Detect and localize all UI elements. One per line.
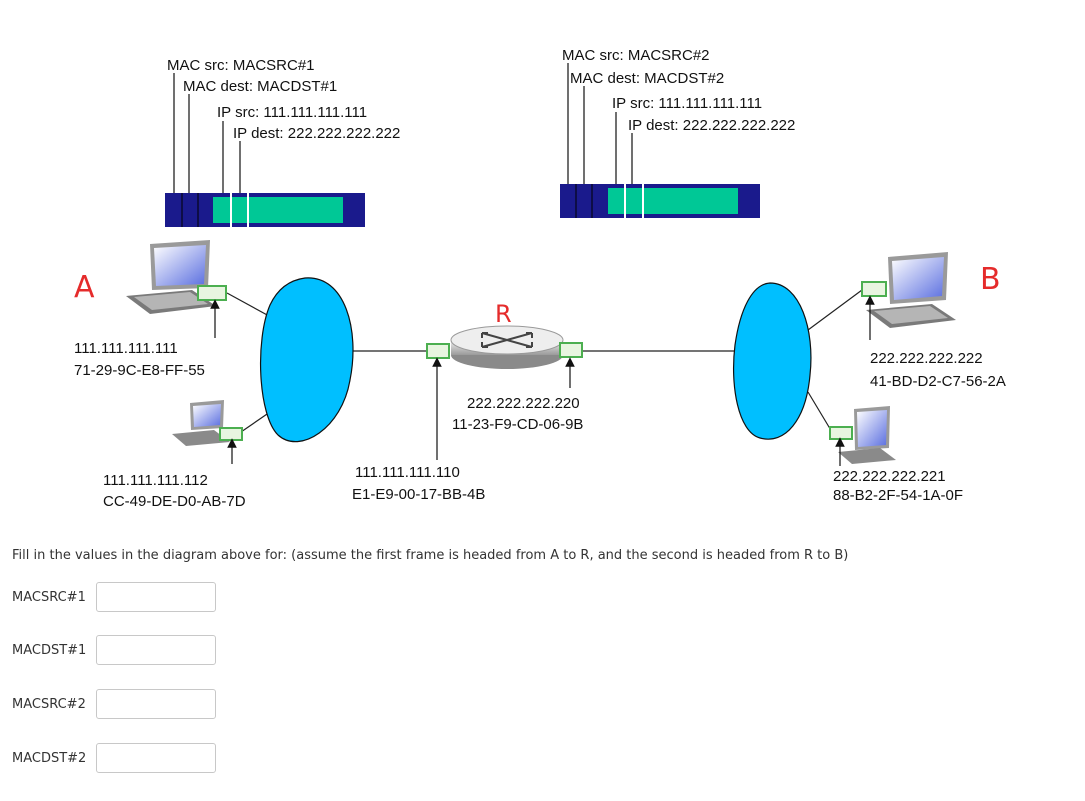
- frame1-packet: [165, 193, 365, 227]
- router-icon: [450, 325, 564, 369]
- host-a2-ip: 111.111.111.112: [103, 472, 208, 489]
- host-a-computer-icon: [126, 240, 216, 314]
- host-a2-computer-icon: [172, 400, 230, 446]
- host-a-ip: 111.111.111.111: [74, 340, 178, 357]
- frame1-mac-dest-label: MAC dest: MACDST#1: [183, 78, 337, 95]
- frame2-mac-dest-label: MAC dest: MACDST#2: [570, 70, 724, 87]
- host-b2-ip: 222.222.222.221: [833, 468, 946, 485]
- right-network-cloud: [732, 282, 812, 440]
- network-diagram: MAC src: MACSRC#1 MAC dest: MACDST#1 IP …: [74, 47, 1006, 510]
- question-text: Fill in the values in the diagram above …: [12, 548, 849, 563]
- left-network-cloud: [259, 277, 354, 443]
- frame2-ip-src-label: IP src: 111.111.111.111: [612, 95, 762, 112]
- frame2-packet: [560, 184, 760, 218]
- frame1-ip-src-label: IP src: 111.111.111.111: [217, 104, 367, 121]
- router-right-mac: 11-23-F9-CD-06-9B: [452, 416, 583, 433]
- router-left-ip: 111.111.111.110: [355, 464, 460, 481]
- macdst2-input[interactable]: [96, 743, 216, 773]
- frame1-mac-src-label: MAC src: MACSRC#1: [167, 57, 315, 74]
- answer-row-macsrc1: MACSRC#1: [12, 580, 216, 614]
- router-label: R: [495, 300, 512, 328]
- macdst1-input[interactable]: [96, 635, 216, 665]
- host-b2-interface-icon: [829, 426, 853, 440]
- router-right-interface-icon: [559, 342, 583, 358]
- answer-row-macsrc2: MACSRC#2: [12, 687, 216, 721]
- frame2-mac-src-label: MAC src: MACSRC#2: [562, 47, 710, 64]
- macsrc1-input[interactable]: [96, 582, 216, 612]
- answer-row-macdst1: MACDST#1: [12, 633, 216, 667]
- macdst1-label: MACDST#1: [12, 642, 87, 658]
- host-a-label: A: [74, 270, 95, 305]
- router-right-ip: 222.222.222.220: [467, 395, 580, 412]
- host-b-mac: 41-BD-D2-C7-56-2A: [870, 373, 1006, 390]
- macsrc2-input[interactable]: [96, 689, 216, 719]
- host-a-interface-icon: [197, 285, 227, 301]
- host-a-mac: 71-29-9C-E8-FF-55: [74, 362, 205, 379]
- host-b-label: B: [980, 262, 1001, 297]
- macdst2-label: MACDST#2: [12, 750, 87, 766]
- frame2-ip-dest-label: IP dest: 222.222.222.222: [628, 117, 795, 134]
- host-b2-mac: 88-B2-2F-54-1A-0F: [833, 487, 963, 504]
- router-left-mac: E1-E9-00-17-BB-4B: [352, 486, 485, 503]
- router-left-interface-icon: [426, 343, 450, 359]
- macsrc2-label: MACSRC#2: [12, 696, 86, 712]
- host-b-computer-icon: [866, 252, 956, 328]
- macsrc1-label: MACSRC#1: [12, 589, 86, 605]
- host-b-ip: 222.222.222.222: [870, 350, 983, 367]
- answer-row-macdst2: MACDST#2: [12, 741, 216, 775]
- host-a2-mac: CC-49-DE-D0-AB-7D: [103, 493, 246, 510]
- host-b-interface-icon: [861, 281, 887, 297]
- frame1-ip-dest-label: IP dest: 222.222.222.222: [233, 125, 400, 142]
- host-a2-interface-icon: [219, 427, 243, 441]
- host-b2-computer-icon: [838, 406, 896, 464]
